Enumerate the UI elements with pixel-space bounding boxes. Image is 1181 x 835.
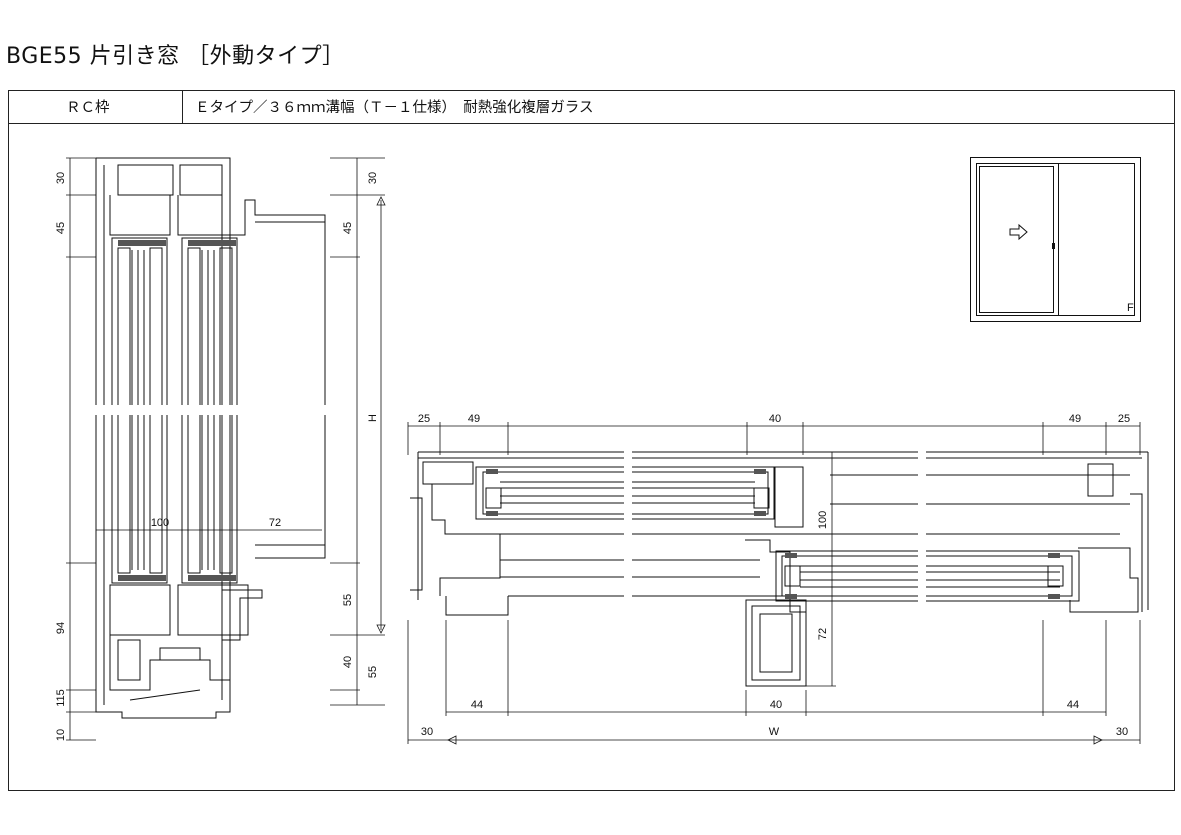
hdim-top-4: 49 <box>1069 413 1081 425</box>
vdim-left-3: 94 <box>55 622 67 634</box>
vdim-horizontal-1: 100 <box>151 517 169 529</box>
break-gap-3 <box>918 448 926 618</box>
latch-icon <box>1052 243 1055 249</box>
vdim-right-5: 55 <box>367 666 379 678</box>
vertical-dim-arrows <box>376 196 386 634</box>
break-gap <box>92 405 332 415</box>
horizontal-dimension-lines <box>407 422 1141 744</box>
hdim-bottom-2: 40 <box>770 699 782 711</box>
vdim-horizontal-2: 72 <box>269 517 281 529</box>
vdim-right-2: 45 <box>342 222 354 234</box>
horizontal-gaskets <box>486 469 1060 599</box>
hdim-overall-w: W <box>769 726 780 738</box>
vdim-left-1: 30 <box>55 172 67 184</box>
hdim-overall-1: 30 <box>421 726 433 738</box>
vdim-right-h: H <box>367 414 379 422</box>
vertical-gaskets <box>118 240 236 581</box>
vdim-left-5: 10 <box>55 729 67 741</box>
elevation-label: F <box>1127 302 1134 314</box>
hdim-vertical-1: 100 <box>817 511 829 529</box>
page-title: BGE55 片引き窓 ［外動タイプ］ <box>6 44 345 69</box>
hdim-overall-2: 30 <box>1116 726 1128 738</box>
open-direction-arrow-icon <box>1009 223 1028 241</box>
hdim-bottom-1: 44 <box>471 699 483 711</box>
vdim-left-2: 45 <box>55 222 67 234</box>
vdim-right-3: 55 <box>342 594 354 606</box>
vdim-right-4: 40 <box>342 656 354 668</box>
hdim-vertical-2: 72 <box>817 628 829 640</box>
frame-type-label: ＲＣ枠 <box>66 99 110 116</box>
vdim-right-1: 30 <box>367 172 379 184</box>
break-gap-2 <box>624 448 632 618</box>
window-elevation <box>970 157 1141 322</box>
vdim-left-4: 115 <box>55 689 67 707</box>
hdim-top-1: 25 <box>418 413 430 425</box>
spec-label: Ｅタイプ／３６ｍｍ溝幅（Ｔ－１仕様） 耐熱強化複層ガラス <box>195 99 593 116</box>
vertical-dimension-lines <box>66 157 385 741</box>
hdim-bottom-3: 44 <box>1067 699 1079 711</box>
horizontal-dim-arrows <box>447 735 1103 745</box>
horizontal-section <box>410 451 1149 687</box>
drawing-border <box>8 90 1175 791</box>
hdim-top-5: 25 <box>1118 413 1130 425</box>
hdim-top-2: 49 <box>468 413 480 425</box>
hdim-top-3: 40 <box>769 413 781 425</box>
